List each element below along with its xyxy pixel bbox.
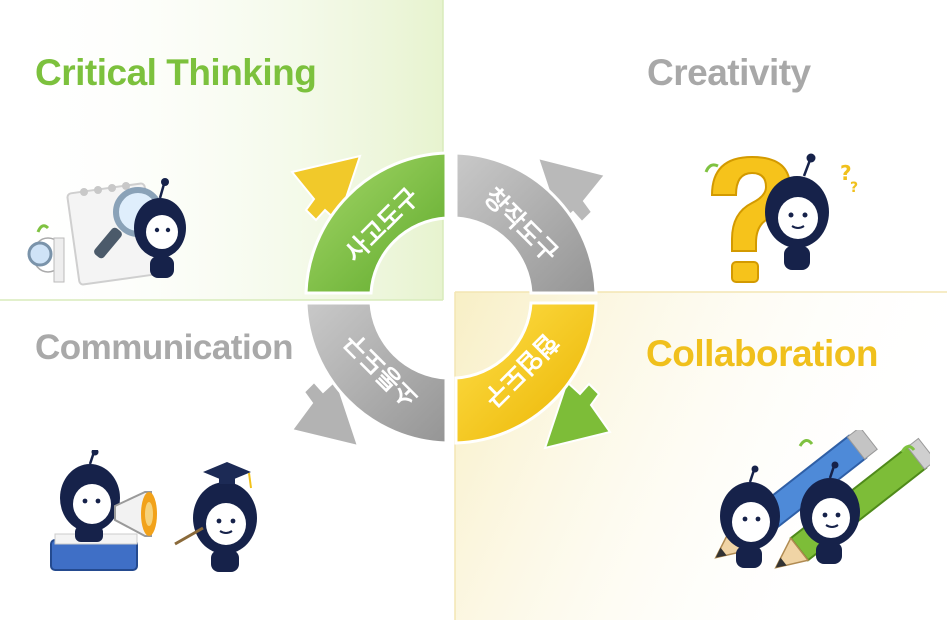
megaphone-graduate-characters-icon xyxy=(50,450,257,572)
arrow-bottom-right xyxy=(543,380,612,450)
pencil-characters-icon xyxy=(714,430,930,569)
title-communication: Communication xyxy=(35,328,293,367)
title-collaboration: Collaboration xyxy=(646,333,878,374)
svg-text:?: ? xyxy=(850,180,858,196)
magnifier-notebook-character-icon xyxy=(27,178,186,286)
segment-bottom-right-yellow xyxy=(454,301,598,445)
question-mark-character-icon: ? ? xyxy=(704,153,858,283)
title-creativity: Creativity xyxy=(647,52,811,93)
segment-top-left-green xyxy=(304,151,448,295)
segment-bottom-left-gray xyxy=(304,301,448,445)
title-critical-thinking: Critical Thinking xyxy=(35,52,317,93)
arrow-bottom-left xyxy=(290,378,360,448)
segment-top-right-gray xyxy=(454,151,598,295)
svg-text:?: ? xyxy=(840,161,852,185)
